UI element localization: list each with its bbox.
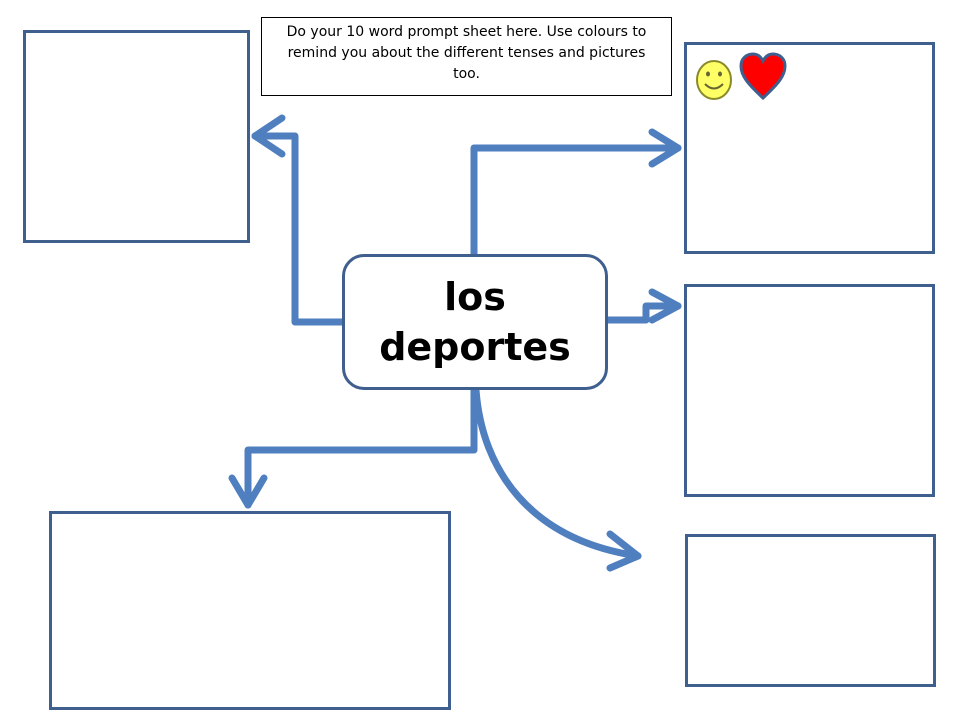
central-topic-line2: deportes (379, 325, 571, 369)
instruction-note: Do your 10 word prompt sheet here. Use c… (261, 17, 672, 96)
arrowhead-bottom-right (606, 530, 642, 572)
box-bottom-left (49, 511, 451, 710)
central-topic-node: los deportes (342, 254, 608, 390)
arrowhead-top-right (648, 128, 682, 168)
instruction-text: Do your 10 word prompt sheet here. Use c… (286, 24, 647, 82)
arrowhead-top-left (251, 114, 286, 158)
box-bottom-right (685, 534, 936, 687)
arrow-to-top-left-box (251, 132, 346, 326)
arrow-curved-to-bottom-right (472, 386, 642, 560)
arrow-to-bottom-left-box (244, 386, 478, 509)
arrow-to-middle-right-box (604, 302, 682, 324)
box-top-left (23, 30, 250, 243)
arrowhead-middle-right (648, 288, 682, 324)
smiley-face-icon (696, 60, 732, 100)
arrowhead-bottom-left (228, 474, 268, 509)
heart-icon (739, 52, 787, 101)
box-middle-right (684, 284, 935, 497)
arrow-to-top-right-box (470, 144, 682, 258)
central-topic-line1: los (444, 275, 506, 319)
